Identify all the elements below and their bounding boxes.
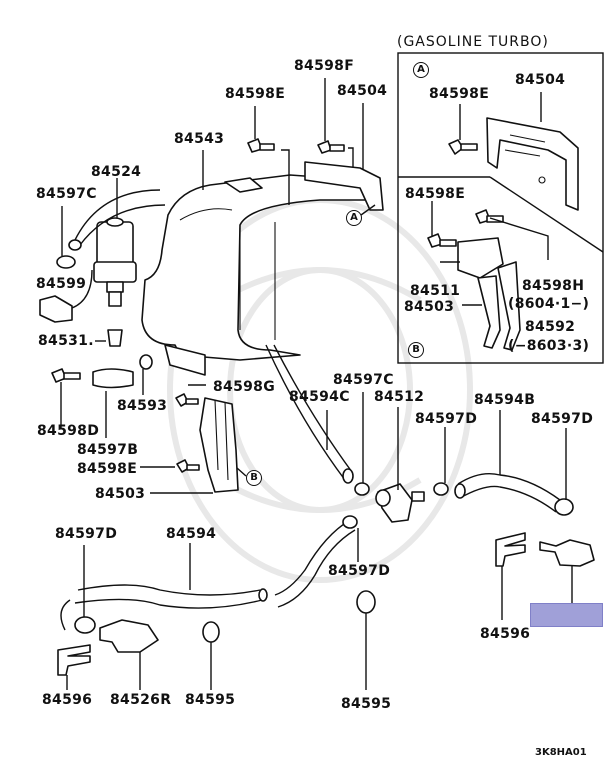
label-84598e-mid[interactable]: 84598E [77, 461, 138, 477]
label-84503[interactable]: 84503 [95, 486, 146, 502]
label-84594[interactable]: 84594 [166, 526, 217, 542]
inset-b-parts [427, 201, 549, 351]
label-84596-left[interactable]: 84596 [42, 692, 93, 708]
right-clip-nozzle [495, 532, 595, 620]
label-84504[interactable]: 84504 [337, 83, 388, 99]
label-84599[interactable]: 84599 [36, 276, 87, 292]
label-84526r[interactable]: 84526R [110, 692, 172, 708]
label-84598d[interactable]: 84598D [37, 423, 100, 439]
washer-pump [39, 178, 166, 347]
inset-a-bracket [486, 92, 579, 211]
marker-a: A [346, 210, 362, 226]
label-84543[interactable]: 84543 [174, 131, 225, 147]
left-mid-parts [51, 354, 153, 438]
main-hose [57, 515, 376, 690]
label-84597d-mid[interactable]: 84597D [415, 411, 478, 427]
label-inset-84511[interactable]: 84511 [410, 283, 461, 299]
label-inset-84592[interactable]: 84592 [525, 319, 576, 335]
label-84597c-top[interactable]: 84597C [36, 186, 97, 202]
label-84598e-top[interactable]: 84598E [225, 86, 286, 102]
label-84597c-mid[interactable]: 84597C [333, 372, 394, 388]
top-bolts-bracket [247, 78, 384, 216]
label-84531[interactable]: 84531. [38, 333, 94, 349]
label-84598g[interactable]: 84598G [213, 379, 275, 395]
label-84524[interactable]: 84524 [91, 164, 142, 180]
label-84597b[interactable]: 84597B [77, 442, 139, 458]
label-84598f[interactable]: 84598F [294, 58, 355, 74]
label-84597d-right[interactable]: 84597D [531, 411, 594, 427]
label-84512[interactable]: 84512 [374, 389, 425, 405]
label-inset-84592-note: (−8603·3) [508, 338, 590, 354]
figure-code: 3K8HA01 [535, 747, 587, 758]
label-84594c[interactable]: 84594C [289, 389, 350, 405]
label-84595-right[interactable]: 84595 [341, 696, 392, 712]
label-inset-84598h[interactable]: 84598H [522, 278, 585, 294]
label-inset-84598e-b[interactable]: 84598E [405, 186, 466, 202]
label-84594b[interactable]: 84594B [474, 392, 536, 408]
label-84595-left[interactable]: 84595 [185, 692, 236, 708]
inset-a-bolt [448, 104, 478, 155]
label-inset-84598h-note: (8604·1−) [508, 296, 590, 312]
label-84596-right[interactable]: 84596 [480, 626, 531, 642]
label-inset-84503[interactable]: 84503 [404, 299, 455, 315]
highlighted-part-label-box[interactable] [530, 603, 603, 627]
label-84597d-lower[interactable]: 84597D [328, 563, 391, 579]
mid-bracket [140, 384, 247, 494]
hose-b [454, 410, 574, 516]
marker-b: B [246, 470, 262, 486]
inset-frame [397, 52, 604, 364]
label-inset-84598e-a[interactable]: 84598E [429, 86, 490, 102]
label-84593[interactable]: 84593 [117, 398, 168, 414]
variant-note: (GASOLINE TURBO) [397, 34, 549, 50]
hose-c-and-joint [265, 344, 449, 523]
inset-marker-b: B [408, 342, 424, 358]
inset-marker-a: A [413, 62, 429, 78]
label-84597d-left[interactable]: 84597D [55, 526, 118, 542]
label-inset-84504[interactable]: 84504 [515, 72, 566, 88]
